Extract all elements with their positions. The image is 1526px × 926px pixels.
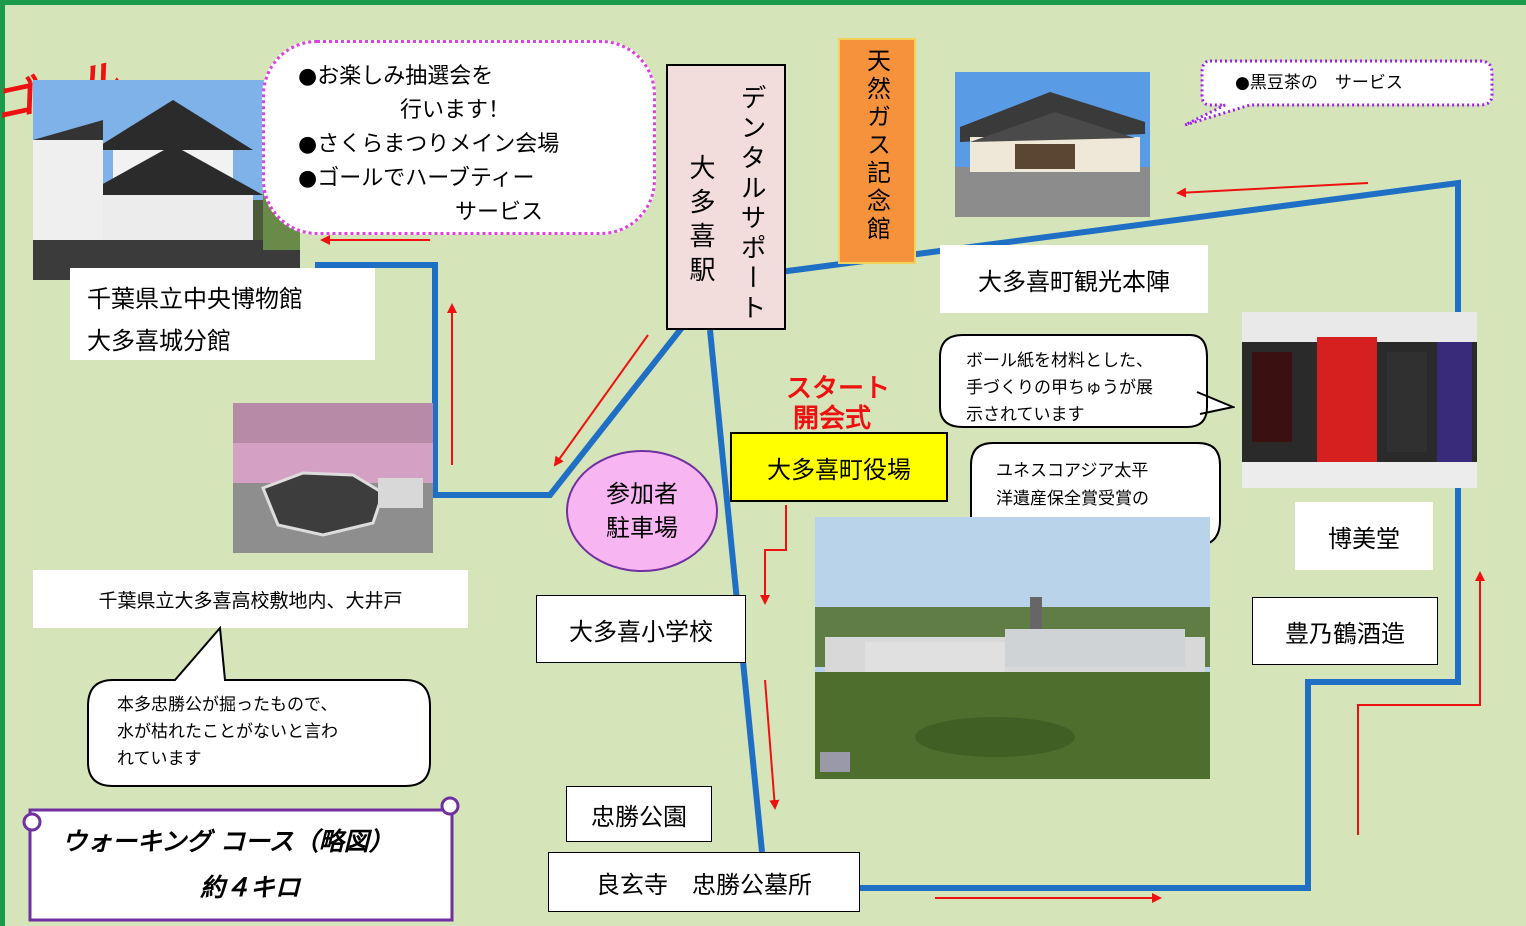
well-photo (233, 403, 433, 553)
route-line-west (315, 262, 691, 498)
route-line-north (779, 179, 1461, 891)
course-distance: 約４キロ (200, 873, 301, 902)
castle-photo (33, 80, 300, 280)
well-info-line-2: 水が枯れたことがないと言わ (117, 722, 338, 742)
park-label: 忠勝公園 (566, 786, 712, 842)
armor-info-line-3: 示されています (966, 405, 1085, 425)
goal-info-line-5: サービス (455, 200, 544, 225)
station-line-1: デンタルサポート (736, 84, 766, 324)
map-border-top (0, 0, 1526, 5)
armor-info-line-2: 手づくりの甲ちゅうが展 (966, 378, 1153, 398)
station-line-2: 大多喜駅 (685, 154, 715, 290)
well-info-bubble (87, 625, 431, 787)
hakubido-photo (1242, 312, 1477, 488)
arrow (764, 679, 780, 810)
arrow (1357, 571, 1485, 835)
goal-info-line-4: ●ゴールでハーブティー (298, 166, 535, 191)
kuromame-bubble (1184, 59, 1494, 127)
well-label: 千葉県立大多喜高校敷地内、大井戸 (33, 570, 468, 628)
well-info-line-1: 本多忠勝公が掘ったもので、 (117, 695, 338, 715)
arrow (760, 505, 787, 605)
station-label: デンタルサポート 大多喜駅 (666, 64, 786, 330)
well-info-line-3: れています (117, 749, 202, 769)
hakubido-label: 博美堂 (1295, 502, 1433, 570)
course-title-scroll (22, 796, 460, 922)
tourism-center-label: 大多喜町観光本陣 (940, 245, 1208, 313)
start-label: スタート (786, 374, 891, 404)
kuromame-text: ●黒豆茶の サービス (1235, 73, 1403, 93)
goal-info-line-1: ●お楽しみ抽選会を (298, 64, 494, 89)
goal-info-line-2: 行います！ (400, 98, 511, 123)
museum-name-line-2: 大多喜城分館 (87, 327, 231, 355)
unesco-info-line-2: 洋遺産保全賞受賞の (996, 489, 1149, 509)
armor-bubble (939, 334, 1235, 428)
course-title: ウォーキング コース（略図） (62, 827, 394, 856)
map-border-left (0, 0, 5, 926)
town-hall-photo (815, 517, 1210, 779)
museum-name-line-1: 千葉県立中央博物館 (87, 285, 303, 313)
opening-ceremony-label: 開会式 (793, 404, 872, 434)
tourism-center-photo (955, 72, 1150, 217)
arrow (1176, 182, 1369, 198)
unesco-info-line-1: ユネスコアジア太平 (996, 461, 1149, 481)
museum-label: 千葉県立中央博物館 大多喜城分館 (70, 268, 375, 360)
goal-info-bubble (262, 40, 656, 235)
parking-text: 参加者 駐車場 (606, 480, 678, 542)
temple-label: 良玄寺 忠勝公墓所 (548, 852, 860, 912)
brewery-label: 豊乃鶴酒造 (1252, 597, 1438, 665)
gas-museum-label: 天然ガス記念館 (838, 38, 916, 264)
school-label: 大多喜小学校 (536, 595, 746, 663)
arrow (553, 334, 649, 467)
parking-label: 参加者 駐車場 (566, 450, 718, 572)
route-line-south (707, 329, 765, 853)
town-hall-label: 大多喜町役場 (730, 432, 948, 502)
armor-info-line-1: ボール紙を材料とした、 (966, 351, 1153, 371)
gas-museum-text: 天然ガス記念館 (862, 48, 891, 244)
goal-info-line-3: ●さくらまつりメイン会場 (298, 132, 560, 157)
